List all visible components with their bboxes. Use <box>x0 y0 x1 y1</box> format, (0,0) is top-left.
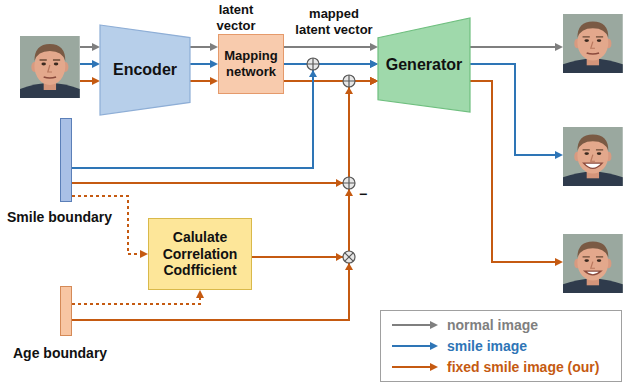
connector-line <box>190 63 212 65</box>
arrowhead <box>210 43 218 51</box>
block-label: Encoder <box>113 60 177 79</box>
encoder-block: Encoder <box>100 25 190 115</box>
connector-line <box>190 80 212 82</box>
arrowhead <box>370 77 378 85</box>
input-arrows <box>80 43 100 85</box>
arrowhead <box>370 77 378 85</box>
connector <box>190 43 218 51</box>
connector <box>284 43 378 51</box>
connector <box>72 77 378 320</box>
connector <box>190 60 218 68</box>
block-label: Mapping network <box>222 48 280 79</box>
arrowhead <box>140 250 148 258</box>
vector-label: Age boundary <box>13 345 107 362</box>
arrowhead <box>196 290 204 298</box>
connector-line <box>284 46 372 48</box>
smile-output-photo <box>563 127 623 186</box>
legend-line-sample <box>391 361 439 373</box>
connector <box>252 77 378 257</box>
connector-line <box>252 81 372 257</box>
connector-line <box>72 296 200 304</box>
arrowhead <box>210 77 218 85</box>
connector-line <box>190 46 212 48</box>
dotted-connector <box>72 290 204 304</box>
subtract-operator <box>343 177 355 189</box>
mapping-network-box: Mapping network <box>218 34 284 94</box>
age-boundary-vector: Age boundary <box>60 286 72 336</box>
connector-line <box>72 81 372 320</box>
vector-label: Smile boundary <box>7 209 112 226</box>
arrowhead <box>210 60 218 68</box>
minus-sign: − <box>356 186 370 203</box>
mapped-latent-vector-label: mapped latent vector <box>292 6 376 37</box>
legend-entry: fixed smile image (our) <box>391 359 599 375</box>
legend-text: smile image <box>447 338 527 354</box>
legend-line-sample <box>391 319 439 331</box>
fixed-smile-output-photo <box>563 234 623 293</box>
smile-boundary-vector: Smile boundary <box>60 118 72 202</box>
arrowhead <box>370 60 378 68</box>
block-label: Generator <box>386 55 462 74</box>
legend-entry: normal image <box>391 317 538 333</box>
correlation-box: Calulate Correlation Codfficient <box>148 218 252 290</box>
add-operator <box>343 75 355 87</box>
dotted-connector <box>72 196 148 258</box>
arrowhead <box>370 60 378 68</box>
legend-box: normal image smile image fixed smile image… <box>380 310 622 382</box>
arrowhead <box>370 77 378 85</box>
normal-output-photo <box>563 14 623 73</box>
output-arrows <box>470 43 563 266</box>
arrowhead <box>370 77 378 85</box>
generator-block: Generator <box>378 18 470 112</box>
trapezoid-shape <box>378 18 470 112</box>
legend-line-sample <box>391 340 439 352</box>
add-operator <box>307 58 319 70</box>
multiply-operator <box>343 251 355 263</box>
inflow-arrowheads <box>309 70 353 270</box>
arrowhead <box>370 43 378 51</box>
legend-entry: smile image <box>391 338 527 354</box>
legend-text: normal image <box>447 317 538 333</box>
connector <box>190 77 218 85</box>
input-face-photo <box>20 36 80 98</box>
trapezoid-shape <box>100 25 190 115</box>
legend-text: fixed smile image (our) <box>447 359 599 375</box>
latent-vector-label: latent vector <box>208 2 264 33</box>
block-label: Calulate Correlation Codfficient <box>154 229 246 279</box>
